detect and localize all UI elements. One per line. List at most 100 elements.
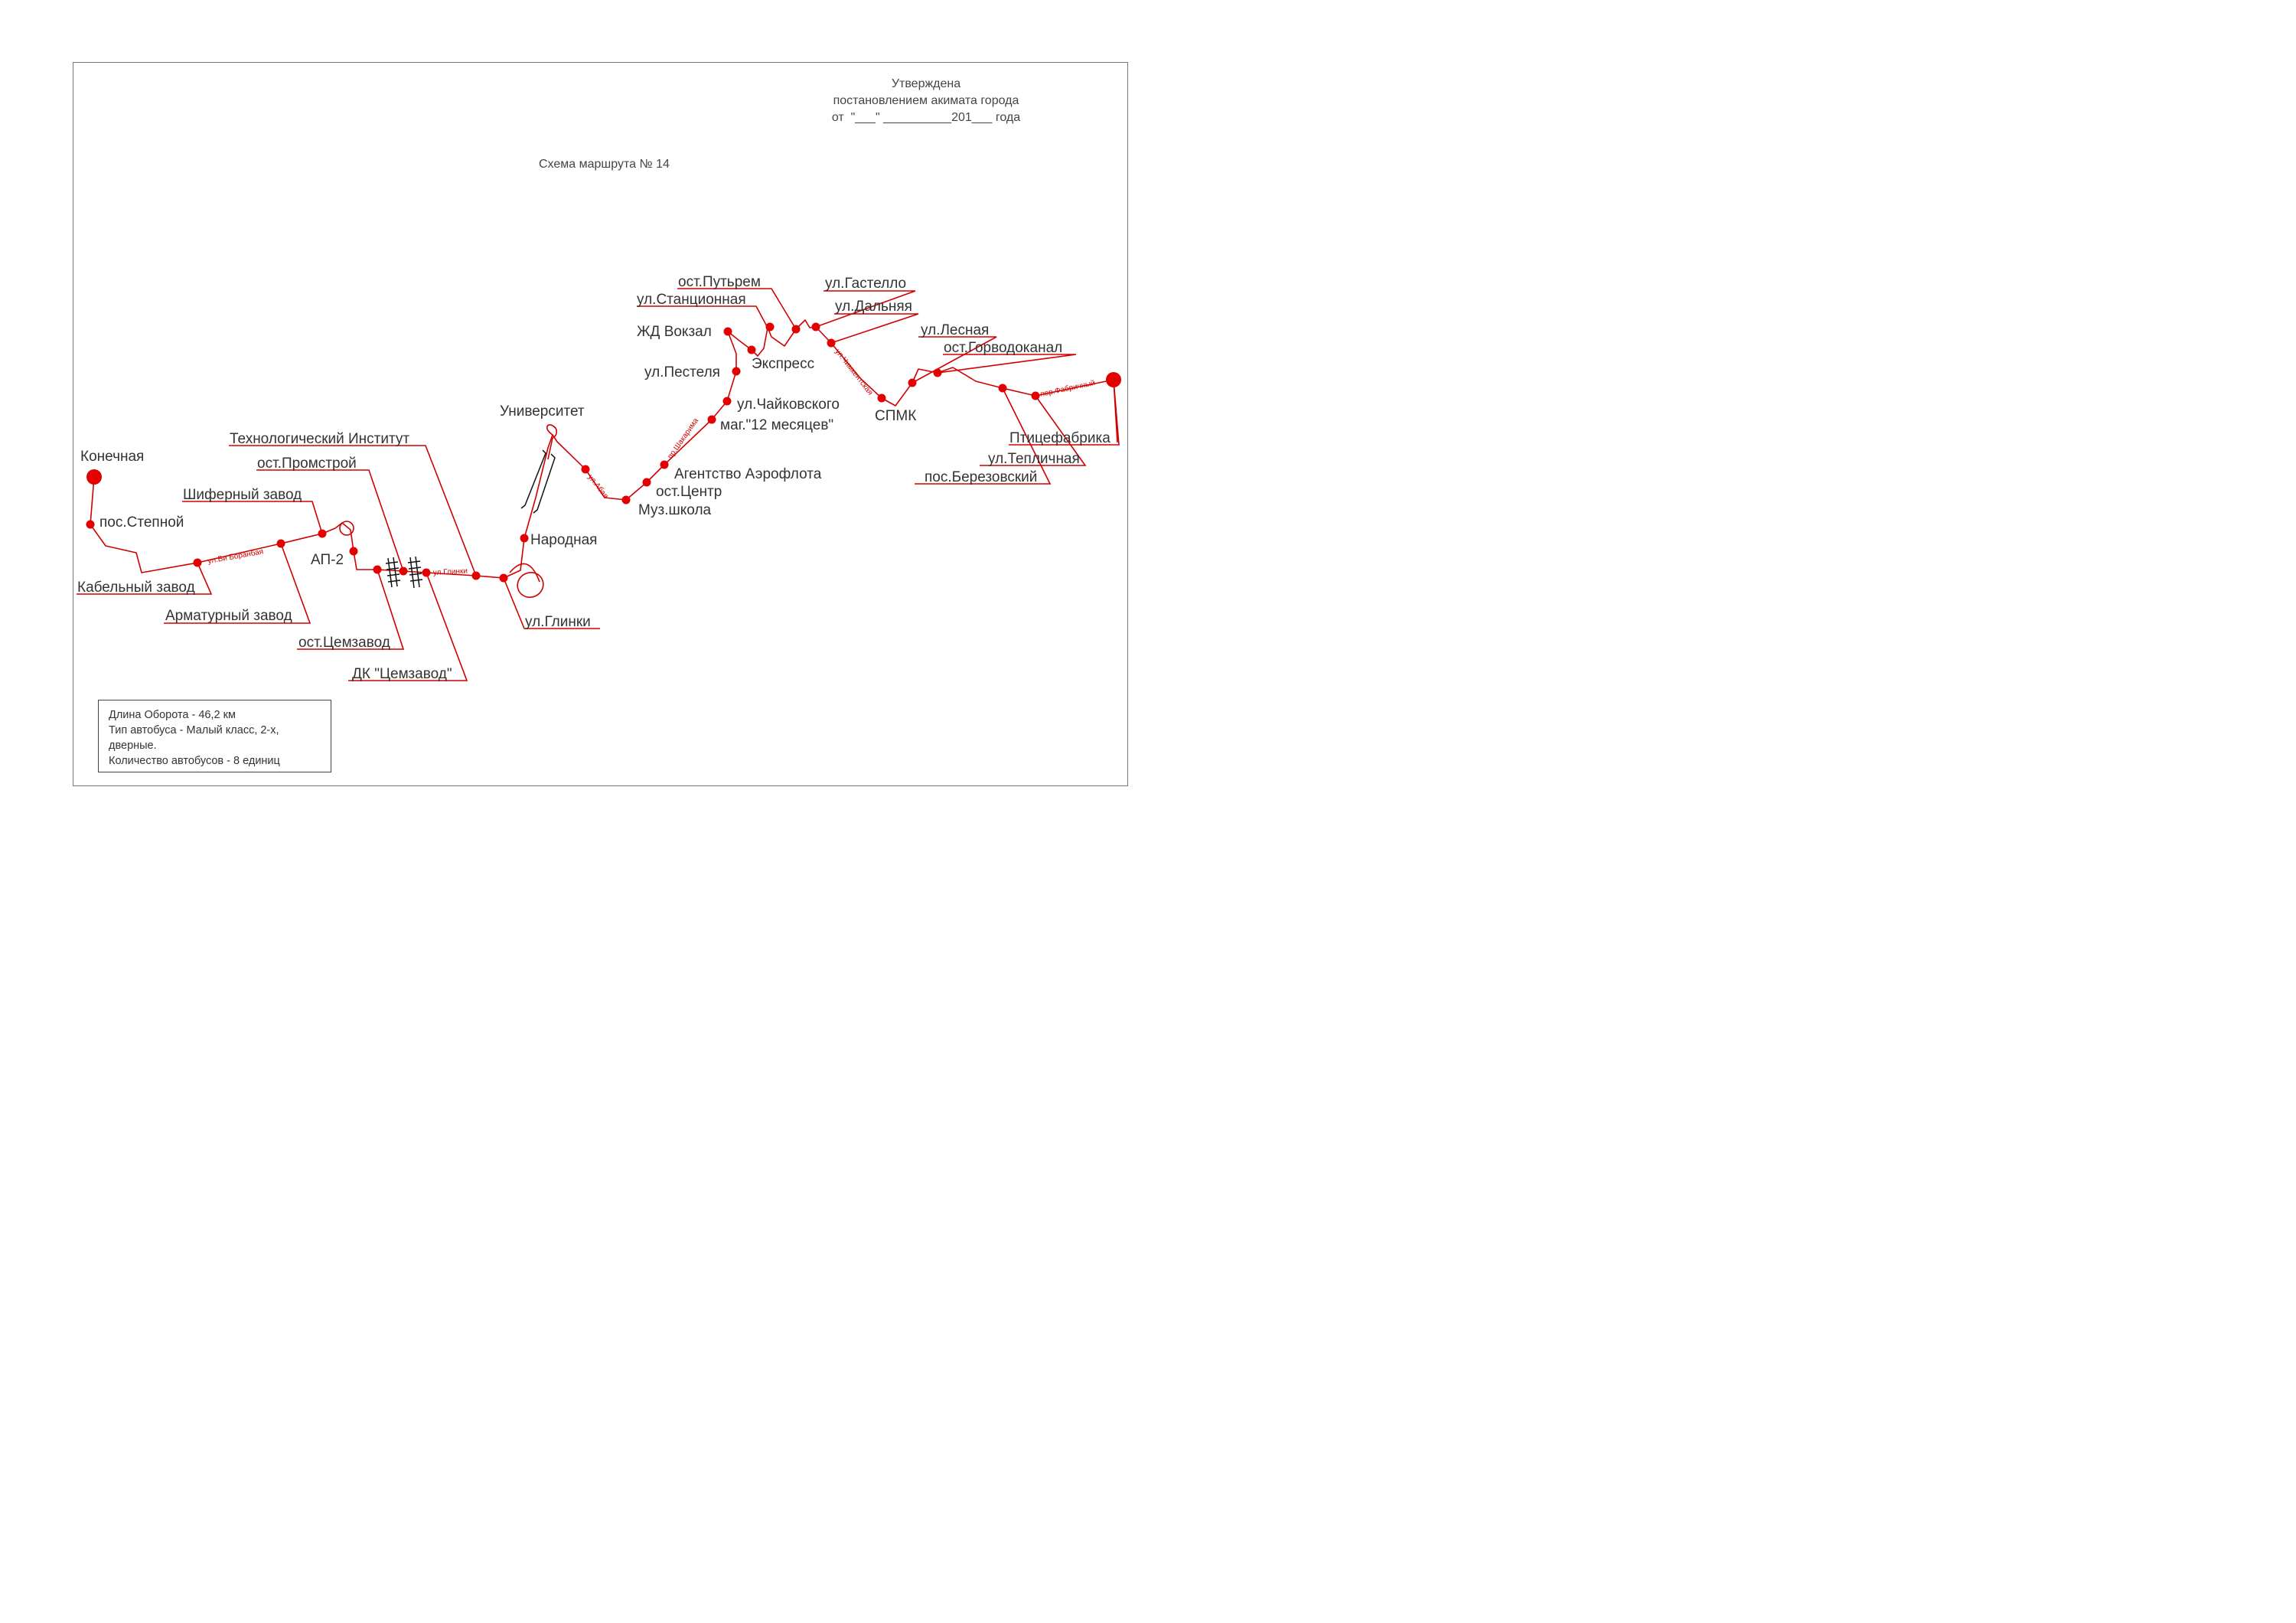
stop-stantsionnaya[interactable] bbox=[765, 322, 775, 331]
label-putrem: ост.Путьрем bbox=[678, 274, 761, 290]
bridge-mark-left bbox=[520, 449, 546, 509]
leader-lesnaya bbox=[912, 336, 997, 384]
leader-kabelny bbox=[77, 562, 213, 595]
stop-dalnyaya[interactable] bbox=[827, 338, 836, 348]
leader-armaturny bbox=[164, 543, 311, 624]
stop-promstroy[interactable] bbox=[399, 567, 408, 576]
leader-teplichnaya bbox=[980, 395, 1087, 466]
leader-glinki bbox=[503, 577, 600, 629]
label-berezovsky: пос.Березовский bbox=[925, 469, 1037, 485]
stop-kabelny[interactable] bbox=[193, 558, 202, 567]
stop-shiferny[interactable] bbox=[318, 529, 327, 538]
label-spmk: СПМК bbox=[875, 408, 916, 424]
street-bi-boranbai: ул.Би Боранбая bbox=[207, 547, 264, 566]
info-length: Длина Оборота - 46,2 км bbox=[109, 709, 236, 721]
terminal-konechnaya[interactable] bbox=[86, 469, 102, 485]
approval-line-3: от "___" __________201___ года bbox=[831, 111, 1021, 124]
stop-putrem[interactable] bbox=[791, 325, 801, 334]
label-teplichnaya: ул.Тепличная bbox=[988, 451, 1080, 467]
label-aeroflot: Агентство Аэрофлота bbox=[674, 466, 822, 482]
stop-zhd[interactable] bbox=[723, 327, 732, 336]
stop-armaturny[interactable] bbox=[276, 539, 285, 548]
stop-narodnaya[interactable] bbox=[520, 534, 529, 543]
leader-tekhinst bbox=[229, 445, 477, 576]
label-shiferny: Шиферный завод bbox=[183, 487, 302, 503]
street-chimkentskaya: ул.Чимкентская bbox=[833, 348, 875, 397]
street-glinki: ул.Глинки bbox=[433, 567, 468, 577]
label-gorvodokanal: ост.Горводоканал bbox=[944, 340, 1062, 356]
stop-lesnaya[interactable] bbox=[908, 378, 917, 387]
approval-line-1: Утверждена bbox=[891, 77, 961, 90]
label-narodnaya: Народная bbox=[530, 532, 597, 548]
stop-stepnoy[interactable] bbox=[86, 520, 95, 529]
label-lesnaya: ул.Лесная bbox=[921, 322, 989, 338]
railway-crossing-2 bbox=[407, 556, 423, 589]
loop-universitet bbox=[546, 424, 558, 460]
street-shakarima: пр.Шакарима bbox=[666, 416, 700, 461]
loop-connector bbox=[509, 563, 540, 583]
bridge-mark-right bbox=[533, 453, 556, 514]
label-gastello: ул.Гастелло bbox=[825, 276, 906, 292]
leader-gorvodokanal bbox=[937, 354, 1077, 374]
route-info-box: Длина Оборота - 46,2 км Тип автобуса - М… bbox=[98, 700, 331, 772]
street-abaya: ул.Абая bbox=[586, 472, 611, 500]
stop-berezovsky[interactable] bbox=[998, 384, 1007, 393]
leader-stantsionnaya bbox=[637, 305, 768, 328]
stop-tsemzavod[interactable] bbox=[373, 565, 382, 574]
stop-universitet[interactable] bbox=[581, 465, 590, 474]
route-line bbox=[90, 319, 1118, 579]
label-promstroy: ост.Промстрой bbox=[257, 456, 357, 472]
label-stantsionnaya: ул.Станционная bbox=[637, 292, 746, 308]
approval-line-2: постановлением акимата города bbox=[833, 94, 1019, 107]
label-mag12: маг."12 месяцев" bbox=[720, 417, 833, 433]
label-tekhinst: Технологический Институт bbox=[230, 431, 409, 447]
stop-tekhinst[interactable] bbox=[471, 571, 481, 580]
stop-glinki[interactable] bbox=[499, 573, 508, 583]
stop-tsentr[interactable] bbox=[642, 478, 651, 487]
stop-chaikovskogo[interactable] bbox=[722, 397, 732, 406]
map-title: Схема маршрута № 14 bbox=[539, 158, 670, 171]
leader-ptitsefabrika bbox=[1009, 379, 1120, 446]
route-map: Конечная пос.Степной Кабельный завод Арм… bbox=[77, 274, 1121, 682]
stop-muzshkola[interactable] bbox=[621, 495, 631, 505]
label-ap2: АП-2 bbox=[311, 552, 344, 568]
label-tsemzavod: ост.Цемзавод bbox=[298, 635, 390, 651]
street-fabrichny: пер.Фабричный bbox=[1039, 378, 1096, 399]
leader-tsemzavod bbox=[297, 569, 405, 650]
stop-gastello[interactable] bbox=[811, 322, 820, 331]
stop-mag12[interactable] bbox=[707, 415, 716, 424]
label-universitet: Университет bbox=[500, 403, 585, 420]
railway-crossing-1 bbox=[385, 557, 401, 588]
label-glinki: ул.Глинки bbox=[525, 614, 591, 630]
stop-dk[interactable] bbox=[422, 568, 431, 577]
label-zhd: ЖД Вокзал bbox=[637, 324, 712, 340]
label-armaturny: Арматурный завод bbox=[165, 608, 292, 624]
label-pestelya: ул.Пестеля bbox=[644, 364, 720, 380]
label-ekspress: Экспресс bbox=[752, 356, 814, 372]
leader-berezovsky bbox=[915, 387, 1052, 485]
label-dalnyaya: ул.Дальняя bbox=[835, 299, 912, 315]
stop-spmk[interactable] bbox=[877, 394, 886, 403]
label-stepnoy: пос.Степной bbox=[99, 514, 184, 531]
leader-shiferny bbox=[182, 501, 323, 534]
info-bus-type: Тип автобуса - Малый класс, 2-х, bbox=[109, 724, 279, 736]
stop-pestelya[interactable] bbox=[732, 367, 741, 376]
leader-dk bbox=[348, 572, 468, 681]
leader-promstroy bbox=[256, 469, 404, 572]
label-kabelny: Кабельный завод bbox=[77, 580, 195, 596]
info-bus-count: Количество автобусов - 8 единиц bbox=[109, 755, 280, 767]
stop-gorvodokanal[interactable] bbox=[933, 368, 942, 377]
leader-putrem bbox=[677, 288, 797, 330]
label-muzshkola: Муз.школа bbox=[638, 502, 712, 518]
stop-ap2[interactable] bbox=[349, 547, 358, 556]
terminal-ptitsefabrika[interactable] bbox=[1106, 372, 1121, 387]
leader-gastello bbox=[815, 290, 916, 328]
stop-aeroflot[interactable] bbox=[660, 460, 669, 469]
loop-glinki bbox=[517, 572, 544, 598]
stop-teplichnaya[interactable] bbox=[1031, 391, 1040, 400]
leader-dalnyaya bbox=[830, 313, 919, 344]
stop-ekspress[interactable] bbox=[747, 345, 756, 354]
info-doors: дверные. bbox=[109, 740, 157, 752]
roundabout-ap2 bbox=[339, 521, 354, 536]
label-ptitsefabrika: Птицефабрика bbox=[1009, 430, 1110, 446]
